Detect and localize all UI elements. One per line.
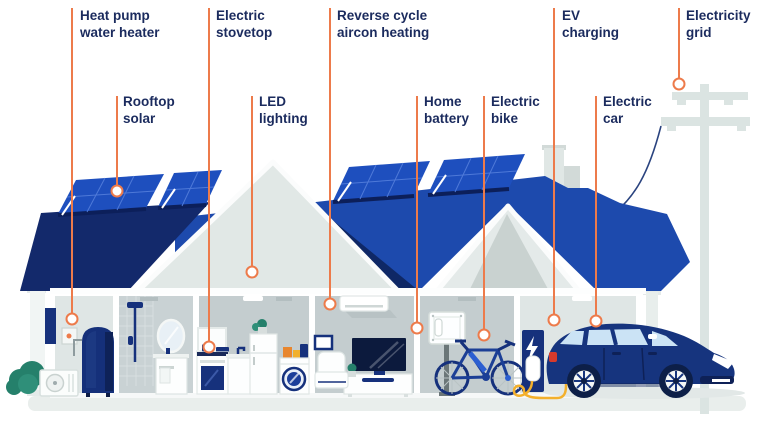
solar-panel bbox=[157, 170, 222, 210]
leader-electric-bike bbox=[477, 96, 491, 342]
shower bbox=[127, 302, 143, 362]
car-wheel bbox=[659, 364, 693, 398]
bathroom-vanity bbox=[153, 348, 189, 395]
label-electric-car: Electric car bbox=[603, 94, 652, 126]
label-led-lighting: LED lighting bbox=[259, 94, 308, 126]
leader-electric-car bbox=[589, 96, 603, 328]
eave-band bbox=[50, 288, 646, 294]
leader-electric-stovetop bbox=[202, 8, 216, 354]
aircon-unit bbox=[339, 295, 397, 318]
leader-ev-charging bbox=[547, 8, 561, 327]
label-electric-stovetop: Electric stovetop bbox=[216, 8, 273, 40]
mirror-glint bbox=[164, 326, 179, 345]
led-ceiling-light bbox=[243, 296, 263, 301]
label-ev-charging: EV charging bbox=[562, 8, 620, 40]
kitchen-sink-counter bbox=[226, 346, 254, 395]
rooftop-solar-panels bbox=[57, 154, 525, 217]
left-roof bbox=[20, 202, 210, 291]
charging-cable bbox=[512, 354, 568, 400]
picture-frame bbox=[313, 334, 334, 351]
headlight bbox=[712, 354, 734, 369]
living-plant bbox=[347, 363, 357, 377]
armchair bbox=[314, 351, 349, 389]
label-reverse-cycle-aircon: Reverse cycle aircon heating bbox=[337, 8, 430, 40]
solar-panel bbox=[427, 154, 525, 197]
label-electric-bike: Electric bike bbox=[491, 94, 540, 126]
left-wing-window bbox=[45, 308, 56, 344]
leader-home-battery bbox=[410, 96, 424, 335]
electric-car-illustration bbox=[546, 323, 735, 398]
leader-electricity-grid bbox=[672, 8, 686, 91]
leader-reverse-cycle-aircon bbox=[323, 8, 337, 311]
label-electricity-grid: Electricity grid bbox=[686, 8, 751, 40]
fridge bbox=[249, 319, 278, 395]
leader-heat-pump-water-heater bbox=[65, 8, 79, 326]
tv-and-cabinet bbox=[343, 338, 413, 397]
leader-led-lighting bbox=[245, 96, 259, 279]
leader-rooftop-solar bbox=[110, 96, 124, 198]
label-heat-pump-water-heater: Heat pump water heater bbox=[80, 8, 160, 40]
label-home-battery: Home battery bbox=[424, 94, 470, 126]
power-pole bbox=[661, 84, 750, 414]
leader-lines bbox=[65, 8, 686, 354]
label-rooftop-solar: Rooftop solar bbox=[123, 94, 175, 126]
washing-machine bbox=[279, 344, 310, 395]
heat-pump-unit bbox=[39, 369, 79, 397]
side-mirror bbox=[648, 334, 657, 339]
grid-service-wire bbox=[615, 125, 662, 213]
taillight bbox=[549, 352, 557, 362]
solar-panel bbox=[332, 161, 430, 204]
lightning-bolt-icon bbox=[526, 336, 538, 362]
ev-charger-station bbox=[512, 330, 572, 400]
solar-panel bbox=[57, 174, 164, 217]
ground-shadow bbox=[28, 396, 746, 411]
bush bbox=[6, 361, 45, 395]
car-wheel bbox=[567, 364, 601, 398]
heat-pump-water-heater bbox=[61, 327, 114, 397]
